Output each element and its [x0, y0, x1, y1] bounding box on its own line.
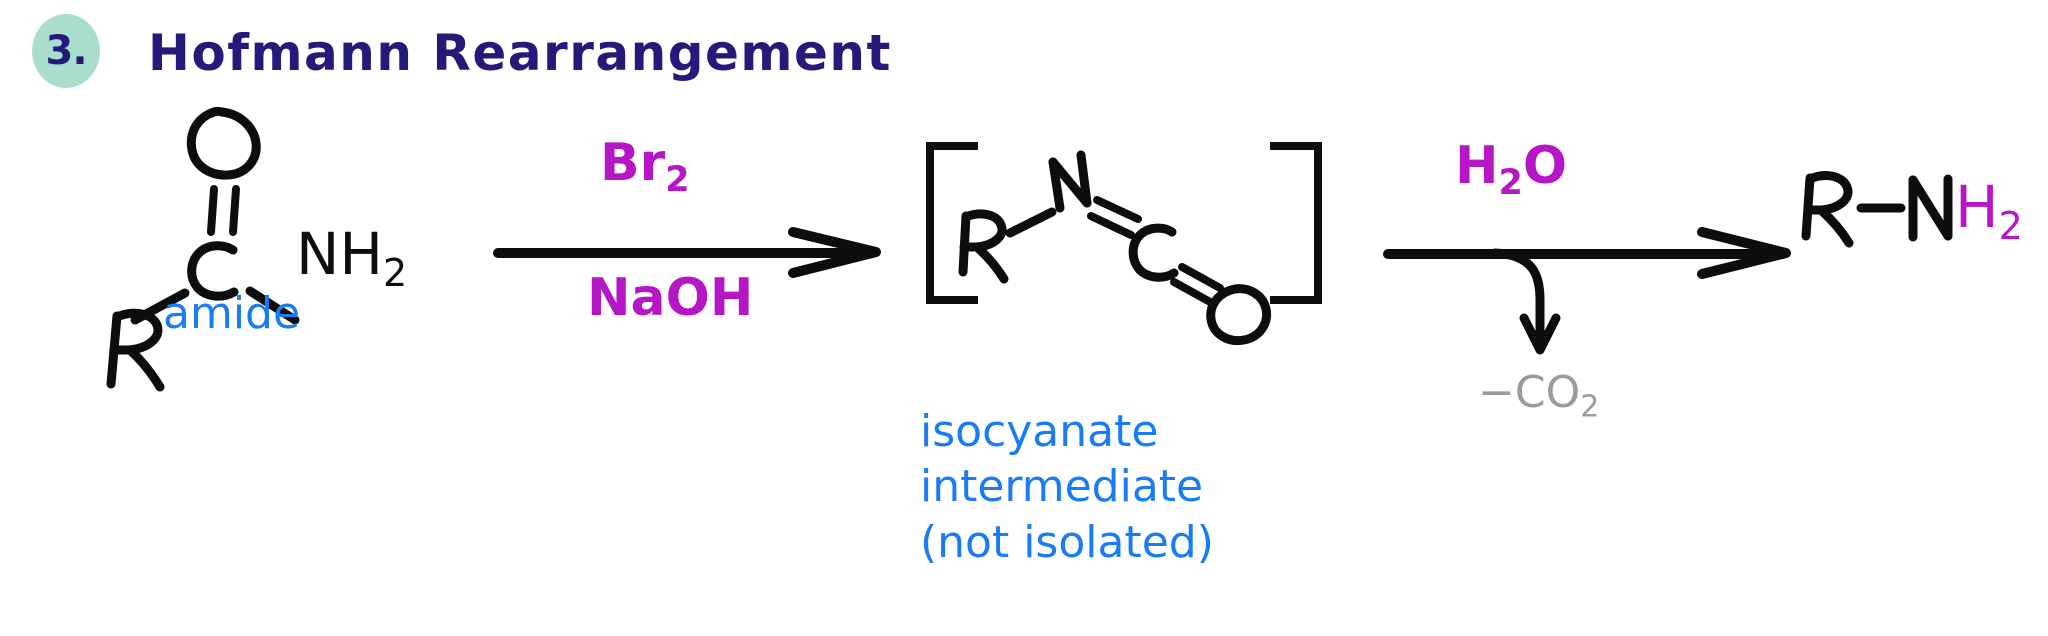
reagent-h2o-label: H2O [1455, 140, 1567, 201]
intermediate-oxygen-atom [1206, 284, 1272, 346]
amide-carbon-atom [187, 241, 239, 301]
reagent-h2o-o: O [1522, 136, 1568, 196]
amide-nh2-label: NH2 [296, 225, 407, 292]
product-h-symbol: H [1955, 173, 1999, 241]
intermediate-nitrogen-atom [1048, 150, 1092, 213]
byproduct-co2-symbol: −CO [1478, 367, 1581, 418]
intermediate-c-o-double-bond [1170, 263, 1224, 307]
amide-nh2-symbol: NH [296, 220, 383, 288]
intermediate-r-group-atom [958, 209, 1009, 284]
product-h2-label: H2 [1955, 178, 2023, 245]
reagent-h2o-h: H [1455, 136, 1499, 196]
byproduct-co2-label: −CO2 [1478, 371, 1599, 423]
intermediate-right-bracket [1270, 142, 1322, 304]
reagent-br2-symbol: Br [600, 133, 666, 193]
step-number-label: 3. [45, 28, 87, 74]
reaction-arrow-1 [493, 227, 881, 278]
intermediate-carbon-atom [1128, 223, 1179, 282]
amide-nh2-subscript: 2 [383, 251, 408, 296]
amide-oxygen-atom [186, 106, 261, 180]
amide-caption: amide [163, 288, 301, 339]
page-title: Hofmann Rearrangement [148, 24, 892, 82]
byproduct-co2-subscript: 2 [1580, 389, 1600, 425]
product-nitrogen-atom [1908, 174, 1953, 242]
reagent-br2-label: Br2 [600, 137, 690, 198]
intermediate-n-c-double-bond [1087, 196, 1142, 239]
isocyanate-caption: isocyanate intermediate (not isolated) [920, 406, 1214, 568]
reagent-br2-subscript: 2 [665, 160, 690, 201]
amide-carbon-nitrogen-bond [245, 286, 300, 325]
reaction-arrow-2 [1383, 227, 1791, 279]
product-h2-subscript: 2 [1998, 204, 2023, 249]
step-number-badge [32, 14, 100, 88]
amide-r-group-atom [106, 308, 165, 392]
product-r-group-atom [1801, 171, 1854, 248]
intermediate-r-nitrogen-bond [1005, 207, 1057, 238]
intermediate-left-bracket [926, 142, 978, 304]
amide-carbonyl-double-bond [207, 185, 240, 236]
reagent-naoh-label: NaOH [587, 268, 754, 328]
co2-loss-curved-arrow [1490, 248, 1561, 355]
reagent-h2o-subscript: 2 [1498, 163, 1523, 204]
